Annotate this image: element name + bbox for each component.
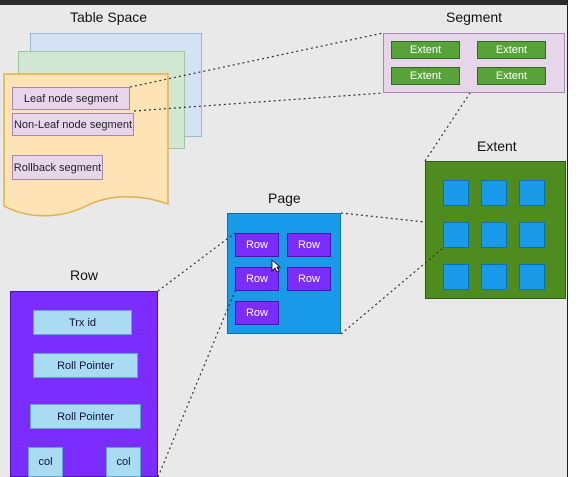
page-row-5[interactable]: Row — [235, 301, 279, 325]
extent-page-9[interactable] — [519, 264, 545, 290]
connector-row-to-page-top — [157, 232, 236, 292]
row-title: Row — [70, 267, 99, 283]
page-title: Page — [268, 190, 301, 206]
segment-extent-4[interactable]: Extent — [477, 67, 546, 85]
page-row-1[interactable]: Row — [235, 233, 279, 257]
connector-row-to-page-bottom — [157, 290, 236, 477]
segment-extent-3[interactable]: Extent — [391, 67, 460, 85]
leaf-node-segment[interactable]: Leaf node segment — [12, 87, 130, 110]
segment-extent-2[interactable]: Extent — [477, 41, 546, 59]
segment-extent-1[interactable]: Extent — [391, 41, 460, 59]
segment-title: Segment — [446, 9, 503, 25]
extent-page-8[interactable] — [481, 264, 507, 290]
connector-leaf-to-segment-top — [129, 32, 384, 88]
page-row-4[interactable]: Row — [287, 267, 331, 291]
top-border — [0, 0, 567, 5]
row-col-2[interactable]: col — [106, 447, 141, 477]
extent-page-1[interactable] — [443, 180, 469, 206]
extent-page-7[interactable] — [443, 264, 469, 290]
extent-page-5[interactable] — [481, 222, 507, 248]
connector-leaf-to-segment-bottom — [133, 92, 384, 112]
non-leaf-node-segment[interactable]: Non-Leaf node segment — [12, 113, 134, 136]
page-row-2[interactable]: Row — [287, 233, 331, 257]
connector-page-to-extent-top — [340, 212, 426, 223]
row-col-1[interactable]: col — [28, 447, 63, 477]
extent-title: Extent — [477, 138, 517, 154]
row-field-roll-pointer-2[interactable]: Roll Pointer — [30, 404, 141, 429]
connector-page-to-extent-bottom — [340, 247, 444, 335]
extent-page-4[interactable] — [443, 222, 469, 248]
tablespace-title: Table Space — [70, 9, 148, 25]
extent-page-2[interactable] — [481, 180, 507, 206]
row-field-roll-pointer-1[interactable]: Roll Pointer — [33, 353, 138, 378]
right-margin — [568, 0, 584, 477]
extent-page-6[interactable] — [519, 222, 545, 248]
mouse-cursor-icon — [271, 259, 281, 273]
row-field-trx-id[interactable]: Trx id — [33, 310, 132, 335]
connector-segment-to-extent — [424, 92, 471, 162]
rollback-segment[interactable]: Rollback segment — [12, 155, 103, 180]
extent-page-3[interactable] — [519, 180, 545, 206]
